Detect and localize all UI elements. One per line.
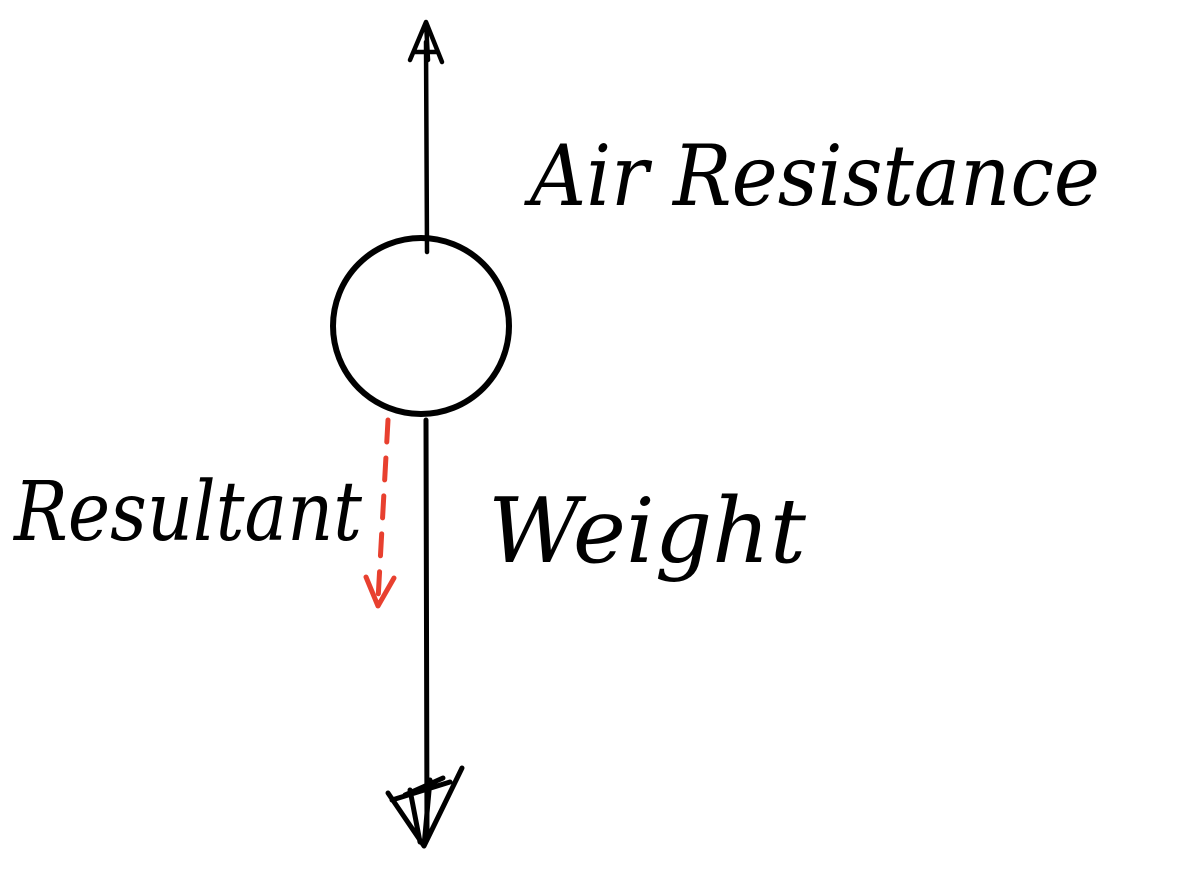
air-resistance-arrowhead xyxy=(407,19,445,65)
weight-arrowhead xyxy=(385,765,465,849)
weight-label: Weight xyxy=(488,479,807,584)
resultant-shaft xyxy=(375,417,391,603)
resultant-label: Resultant xyxy=(12,465,363,560)
object-circle xyxy=(330,235,512,417)
air-resistance-shaft xyxy=(423,39,430,255)
air-resistance-label: Air Resistance xyxy=(524,127,1100,225)
resultant-arrow xyxy=(363,417,397,609)
resultant-arrowhead xyxy=(363,574,397,609)
weight-arrow xyxy=(385,417,465,849)
air-resistance-arrow xyxy=(407,19,445,255)
weight-shaft xyxy=(423,417,430,841)
